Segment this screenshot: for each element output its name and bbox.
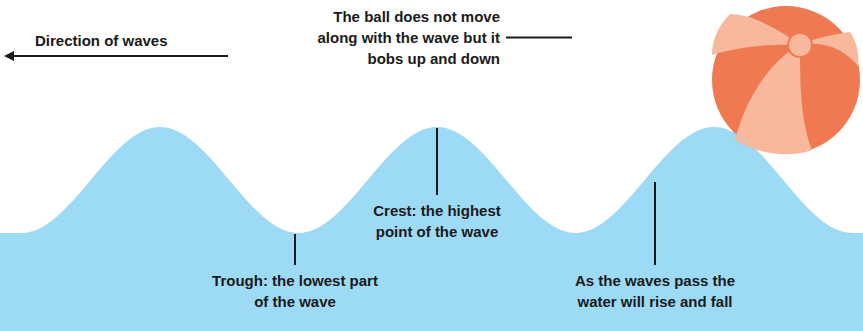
ball-body	[712, 6, 860, 154]
leader-line	[654, 182, 656, 265]
ball-panel	[735, 45, 812, 154]
leader-line	[506, 37, 572, 39]
direction-arrow	[4, 51, 228, 61]
leader-line	[436, 128, 438, 195]
trough-label: Trough: the lowest part of the wave	[212, 270, 378, 312]
water-waves	[0, 127, 863, 331]
ball-panel	[712, 14, 800, 55]
water-label: As the waves pass the water will rise an…	[565, 270, 745, 312]
leader-line	[294, 234, 296, 265]
beach-ball	[712, 6, 860, 154]
direction-label: Direction of waves	[35, 30, 235, 51]
ball-label: The ball does not move along with the wa…	[300, 6, 500, 69]
water-over-ball	[0, 127, 863, 331]
ball-cap	[788, 33, 812, 57]
crest-label: Crest: the highest point of the wave	[357, 200, 517, 242]
arrow-shaft	[12, 55, 228, 57]
arrow-head	[4, 51, 14, 61]
